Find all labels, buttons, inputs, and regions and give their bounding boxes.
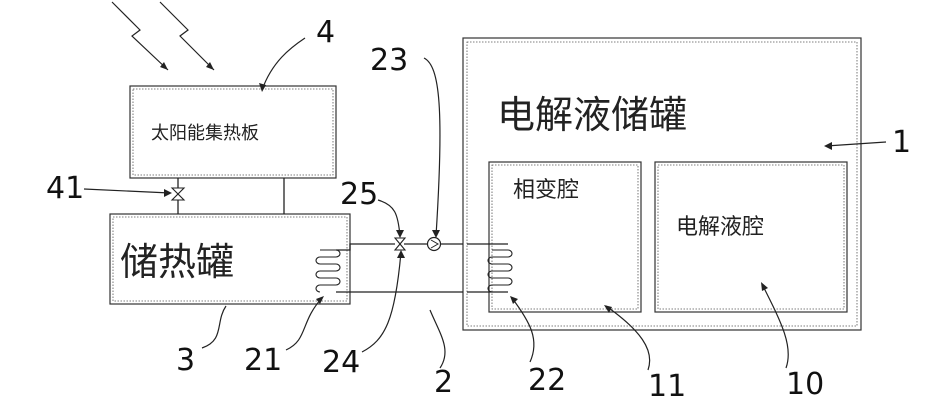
numeral-1: 1 (892, 125, 911, 160)
numeral-21: 21 (244, 343, 282, 378)
sunlight-rays (112, 2, 214, 70)
numeral-3: 3 (176, 343, 195, 378)
pump-23-icon (428, 238, 441, 251)
electrolyte-tank-label: 电解液储罐 (497, 93, 687, 137)
numeral-4: 4 (316, 15, 335, 50)
solar-panel-label: 太阳能集热板 (151, 123, 259, 144)
valve-41-icon (172, 188, 184, 200)
numeral-24: 24 (322, 345, 360, 380)
numeral-10: 10 (786, 367, 824, 402)
phase-change-chamber-label: 相变腔 (513, 178, 579, 203)
numeral-41: 41 (46, 171, 84, 206)
numeral-2: 2 (434, 365, 453, 400)
numeral-11: 11 (648, 369, 686, 404)
numeral-23: 23 (370, 43, 408, 78)
numeral-25: 25 (340, 177, 378, 212)
heat-storage-tank-label: 储热罐 (120, 240, 234, 284)
valve-25-icon (395, 238, 405, 250)
electrolyte-chamber-label: 电解液腔 (676, 215, 764, 240)
numeral-22: 22 (528, 363, 566, 398)
